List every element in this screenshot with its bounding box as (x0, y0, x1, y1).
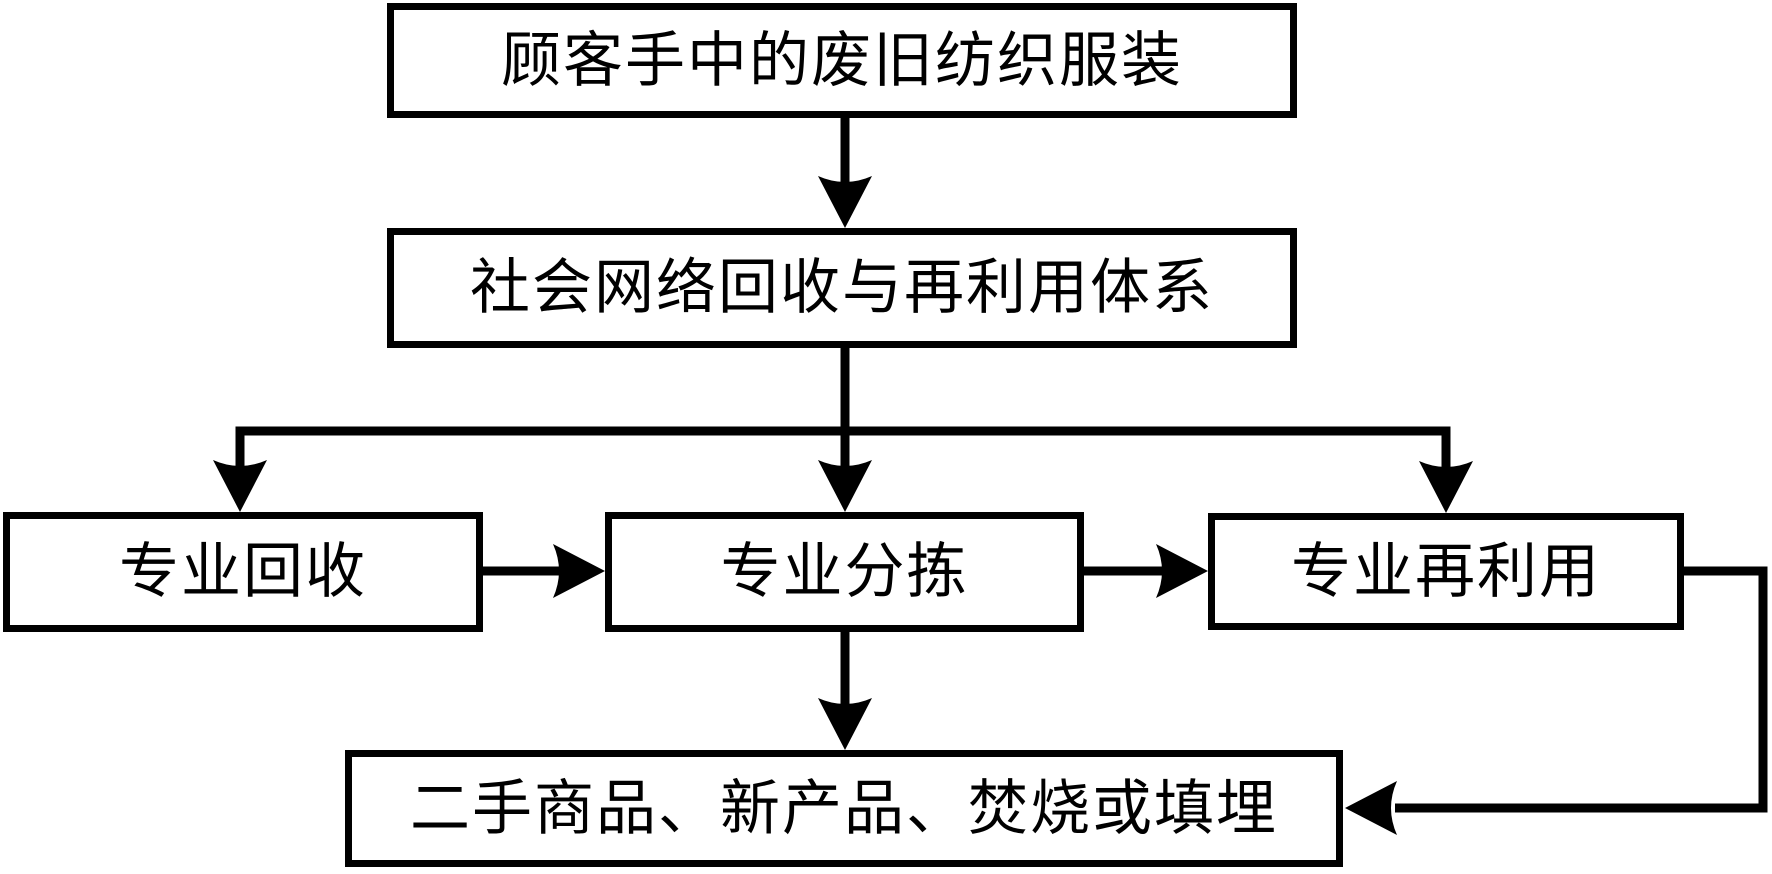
node-professional-sorting: 专业分拣 (605, 512, 1084, 632)
distribution-rail-line (235, 426, 1451, 470)
node-social-network-recycling-system-label: 社会网络回收与再利用体系 (470, 253, 1214, 323)
node-customer-waste-textiles-label: 顾客手中的废旧纺织服装 (501, 25, 1183, 96)
node-final-output: 二手商品、新产品、焚烧或填埋 (345, 750, 1343, 867)
node-professional-reuse: 专业再利用 (1208, 513, 1684, 630)
edge-sort-to-output-arrowhead-icon (818, 698, 872, 750)
edge-network-to-sort-arrowhead-icon (818, 460, 872, 512)
edge-sort-to-reuse-arrowhead-icon (1156, 544, 1208, 598)
edge-network-to-reuse-arrowhead-icon (1419, 461, 1473, 513)
edge-recycle-to-sort-arrowhead-icon (553, 544, 605, 598)
node-professional-recycling: 专业回收 (3, 512, 483, 632)
node-final-output-label: 二手商品、新产品、焚烧或填埋 (410, 773, 1278, 844)
node-professional-sorting-label: 专业分拣 (720, 537, 969, 607)
edge-customer-to-network-arrowhead-icon (818, 176, 872, 228)
node-social-network-recycling-system: 社会网络回收与再利用体系 (387, 228, 1297, 348)
edge-reuse-to-output-line (1395, 566, 1768, 813)
node-professional-reuse-label: 专业再利用 (1291, 536, 1601, 607)
edge-network-to-recycle-arrowhead-icon (213, 460, 267, 512)
node-professional-recycling-label: 专业回收 (119, 537, 367, 607)
edge-reuse-to-output-arrowhead-icon (1345, 781, 1397, 835)
node-customer-waste-textiles: 顾客手中的废旧纺织服装 (387, 3, 1297, 118)
